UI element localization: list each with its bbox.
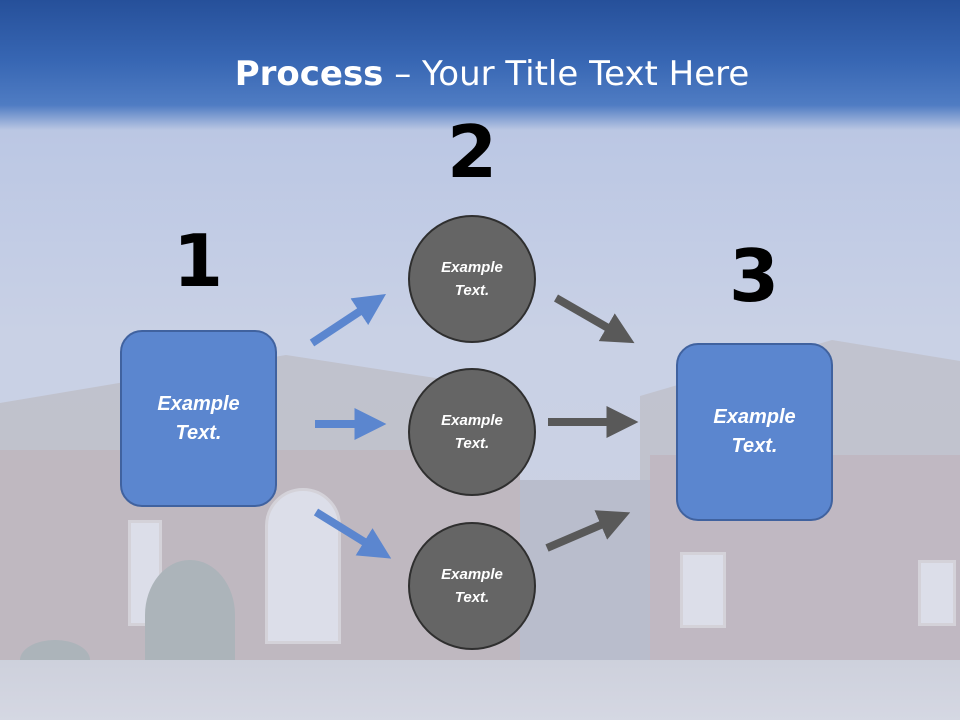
step-2-circle[interactable]: Example Text. (408, 522, 536, 650)
arrow-down-right-icon (313, 508, 392, 559)
slide-title: Process – Your Title Text Here (0, 52, 960, 96)
step-1-box[interactable]: Example Text. (120, 330, 277, 507)
arrow-down-right-icon (554, 294, 635, 344)
step-3-text: Example Text. (713, 406, 796, 457)
step-2-circle[interactable]: Example Text. (408, 215, 536, 343)
arrow-up-right-icon (545, 510, 631, 552)
title-rest: – Your Title Text Here (383, 54, 750, 94)
shrub (145, 560, 235, 670)
window (680, 552, 726, 628)
circle-text: Example Text. (441, 412, 503, 452)
step-3-box[interactable]: Example Text. (676, 343, 833, 521)
circle-text: Example Text. (441, 259, 503, 299)
step-number-2: 2 (446, 110, 498, 194)
circle-text: Example Text. (441, 566, 503, 606)
arched-window (265, 488, 341, 644)
step-2-circle[interactable]: Example Text. (408, 368, 536, 496)
arrow-up-right-icon (309, 294, 387, 347)
step-number-1: 1 (172, 219, 224, 303)
title-band (0, 0, 960, 130)
driveway (0, 660, 960, 720)
step-number-3: 3 (728, 234, 780, 318)
step-1-text: Example Text. (157, 392, 240, 444)
window (918, 560, 956, 626)
title-bold: Process (234, 54, 384, 94)
